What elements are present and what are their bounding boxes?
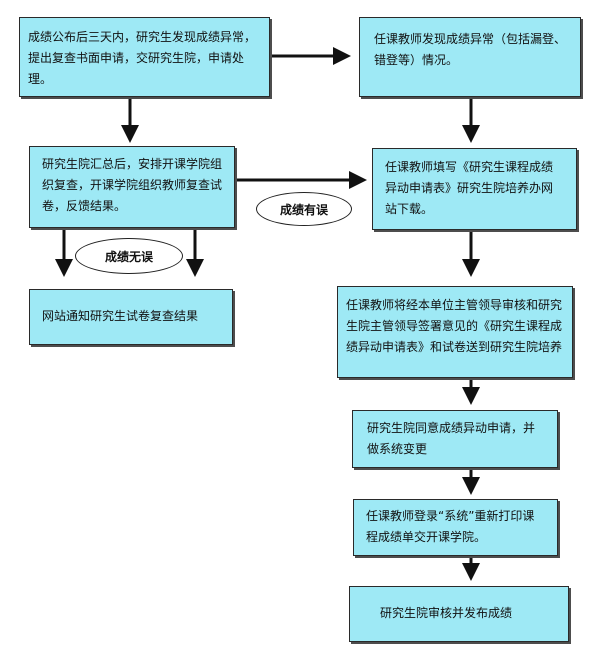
step-notify-recheck-result: 网站通知研究生试卷复查结果	[29, 289, 233, 345]
step-notify-recheck-result-text: 网站通知研究生试卷复查结果	[42, 309, 199, 323]
label-score-error-text: 成绩有误	[279, 202, 328, 217]
step-review-request-text: 成绩公布后三天内，研究生发现成绩异常，提出复查书面申请，交研究生院，申请处理。	[28, 30, 257, 86]
step-submit-form-and-papers-text: 任课教师将经本单位主管领导审核和研究生院主管领导签署意见的《研究生课程成绩异动申…	[346, 298, 563, 354]
step-teacher-found-error: 任课教师发现成绩异常（包括漏登、错登等）情况。	[359, 17, 581, 97]
step-arrange-recheck-text: 研究生院汇总后，安排开课学院组织复查，开课学院组织教师复查试卷，反馈结果。	[42, 157, 223, 213]
label-score-no-error-text: 成绩无误	[104, 249, 153, 264]
step-publish-scores: 研究生院审核并发布成绩	[349, 586, 569, 642]
step-arrange-recheck: 研究生院汇总后，安排开课学院组织复查，开课学院组织教师复查试卷，反馈结果。	[29, 146, 235, 228]
step-fill-change-form-text: 任课教师填写《研究生课程成绩异动申请表》研究生院培养办网站下载。	[385, 160, 554, 216]
step-fill-change-form: 任课教师填写《研究生课程成绩异动申请表》研究生院培养办网站下载。	[372, 148, 577, 230]
step-reprint-transcript-text: 任课教师登录“系统”重新打印课程成绩单交开课学院。	[366, 509, 535, 544]
step-publish-scores-text: 研究生院审核并发布成绩	[380, 606, 513, 620]
step-review-request: 成绩公布后三天内，研究生发现成绩异常，提出复查书面申请，交研究生院，申请处理。	[19, 17, 270, 97]
step-approve-change: 研究生院同意成绩异动申请，并做系统变更	[352, 410, 558, 468]
step-teacher-found-error-text: 任课教师发现成绩异常（包括漏登、错登等）情况。	[374, 32, 567, 67]
step-reprint-transcript: 任课教师登录“系统”重新打印课程成绩单交开课学院。	[353, 499, 558, 556]
step-approve-change-text: 研究生院同意成绩异动申请，并做系统变更	[367, 421, 536, 456]
label-score-error: 成绩有误	[256, 192, 352, 226]
label-score-no-error: 成绩无误	[75, 238, 183, 274]
step-submit-form-and-papers: 任课教师将经本单位主管领导审核和研究生院主管领导签署意见的《研究生课程成绩异动申…	[337, 286, 573, 378]
